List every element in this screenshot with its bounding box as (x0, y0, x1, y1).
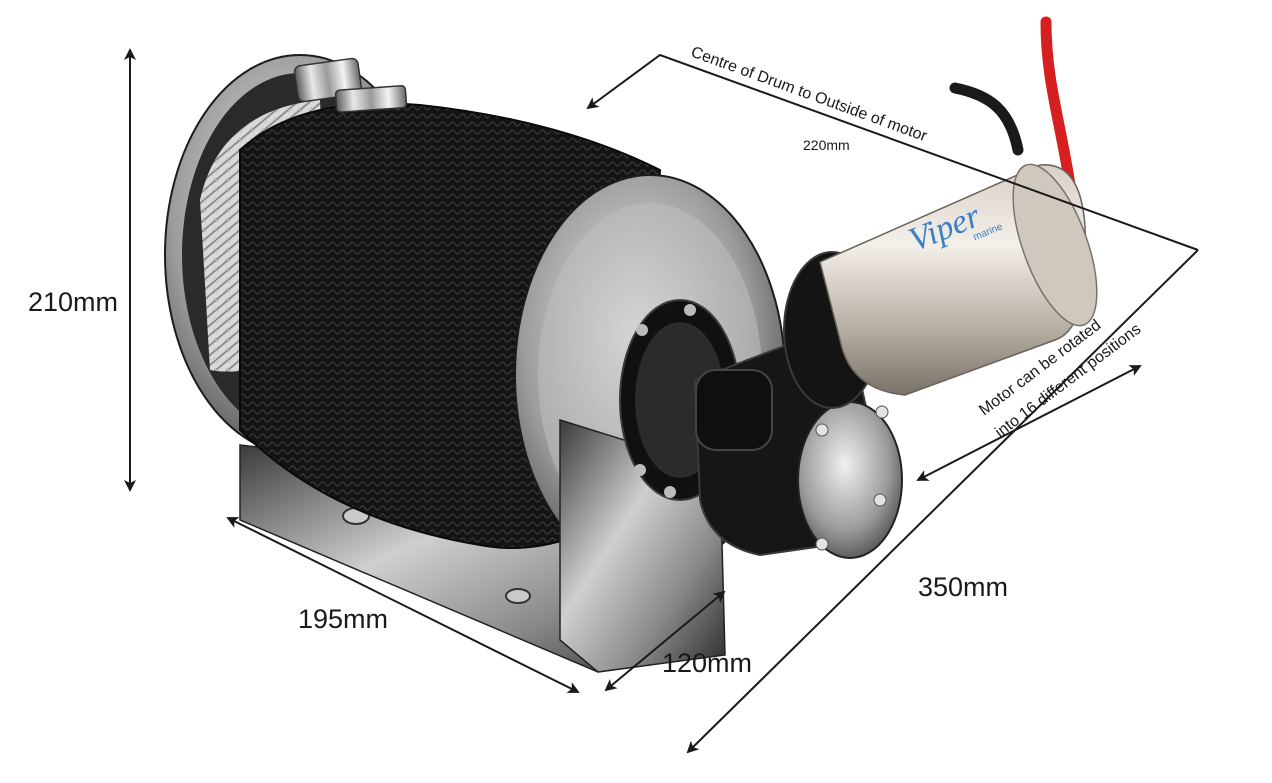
base-bolt-hole (505, 588, 531, 604)
centre-leader-line (586, 53, 1199, 251)
depth-label: 120mm (662, 648, 752, 678)
centre-value: 220mm (803, 137, 850, 153)
rotation-dimension-line (916, 365, 1142, 481)
centre-label: Centre of Drum to Outside of motor (689, 44, 930, 146)
black-cable (949, 82, 1024, 156)
depth-dimension-line (604, 590, 726, 692)
length-dimension-line (686, 249, 1199, 754)
width-dimension-line (226, 517, 580, 693)
height-label: 210mm (28, 287, 118, 317)
gear-cover (797, 401, 903, 559)
winch-illustration: Viper marine (164, 16, 1098, 673)
width-label: 195mm (298, 604, 388, 634)
red-cable (1040, 16, 1076, 191)
length-label: 350mm (918, 572, 1008, 602)
gearbox-cap (695, 369, 773, 451)
dimension-lines (124, 48, 1199, 754)
motor-end-cap (1012, 163, 1098, 327)
